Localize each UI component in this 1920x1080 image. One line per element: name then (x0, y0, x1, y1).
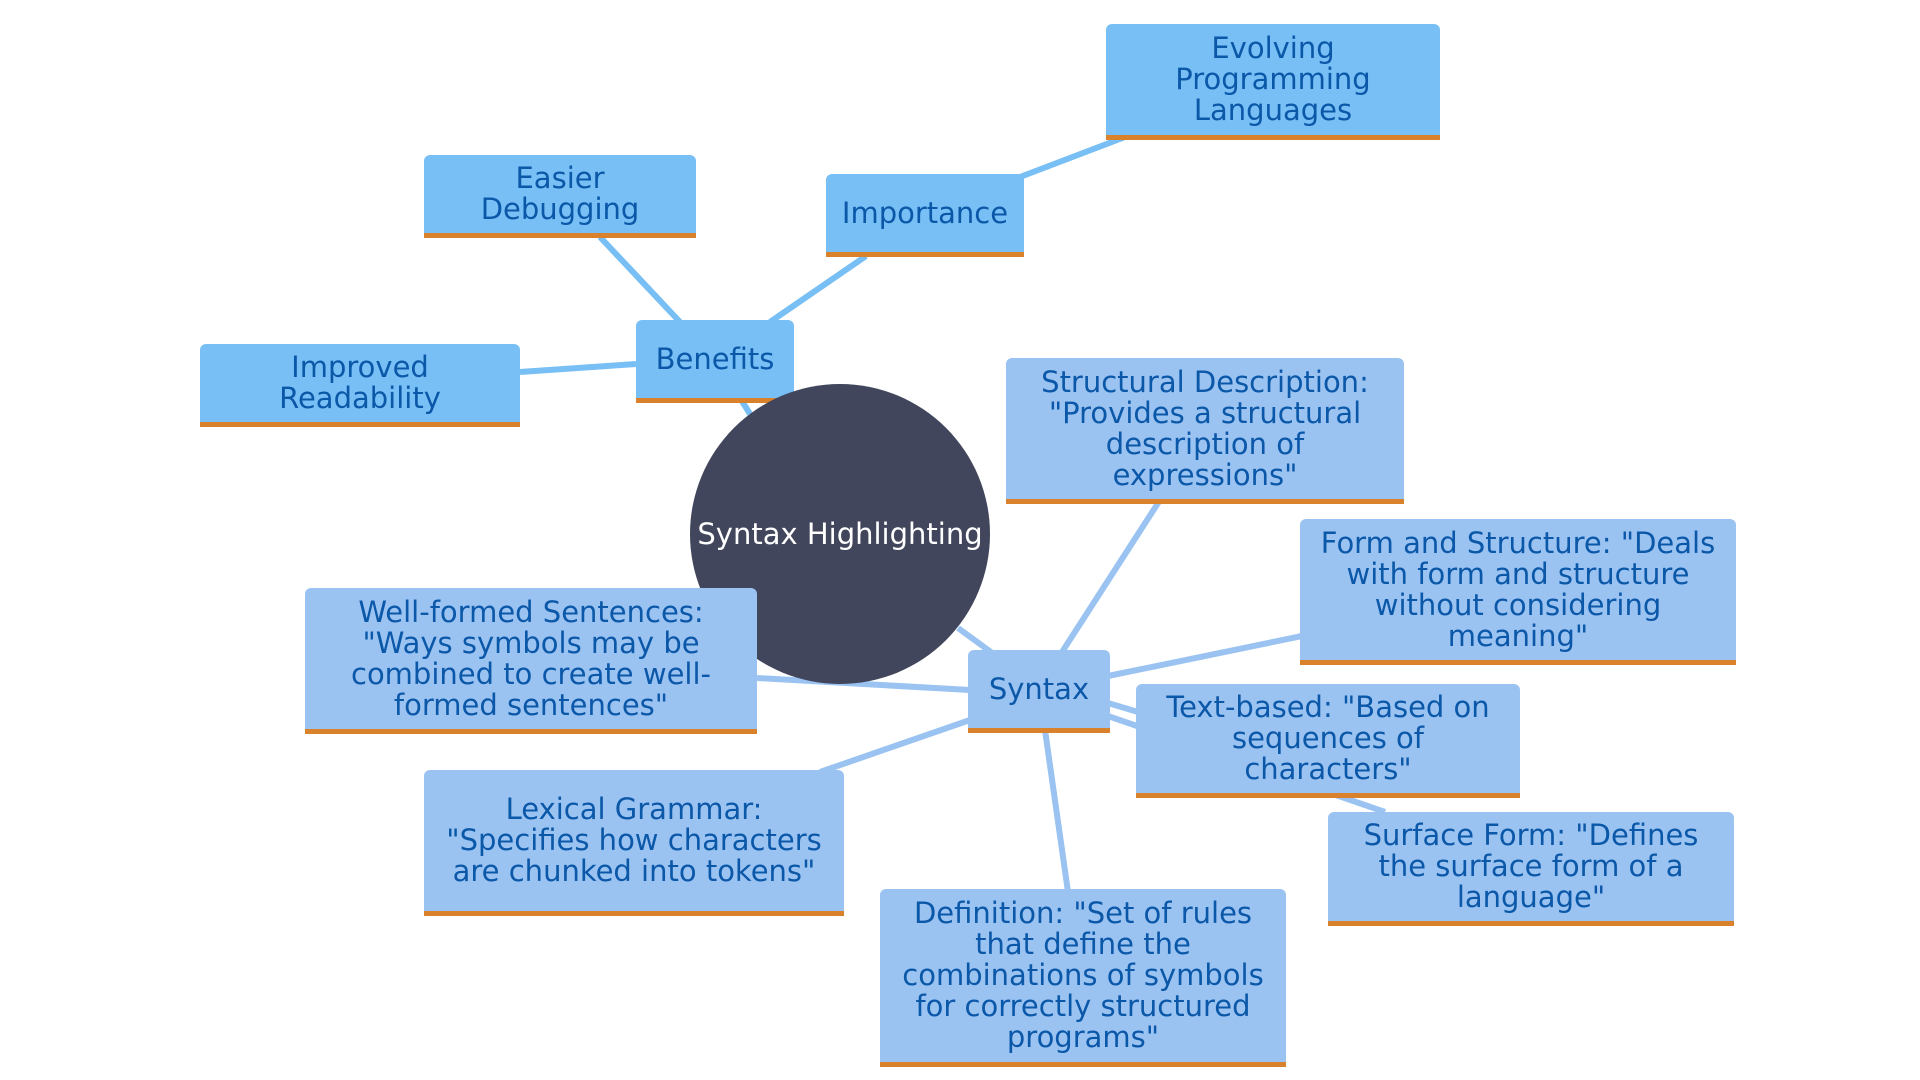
root-label: Syntax Highlighting (697, 517, 983, 551)
node-well-formed-sentences[interactable]: Well-formed Sentences: "Ways symbols may… (305, 588, 757, 734)
node-label: Easier Debugging (480, 161, 640, 226)
node-label: Definition: "Set of rules that define th… (902, 896, 1264, 1054)
node-surface-form[interactable]: Surface Form: "Defines the surface form … (1328, 812, 1734, 926)
node-lexical-grammar[interactable]: Lexical Grammar: "Specifies how characte… (424, 770, 844, 916)
node-label: Evolving Programming Languages (1175, 31, 1371, 127)
edge-syntax-lexical (819, 717, 971, 775)
edge-benefits-improved-readability (519, 361, 637, 375)
edge-benefits-easier-debugging (597, 234, 683, 325)
node-label: Form and Structure: "Deals with form and… (1320, 525, 1716, 653)
edge-benefits-importance (768, 253, 868, 325)
node-improved-readability[interactable]: Improved Readability (200, 344, 520, 427)
node-definition[interactable]: Definition: "Set of rules that define th… (880, 889, 1286, 1067)
edge-syntax-structural (1059, 498, 1163, 654)
node-label: Improved Readability (279, 350, 441, 415)
node-label: Benefits (655, 341, 775, 376)
node-easier-debugging[interactable]: Easier Debugging (424, 155, 696, 238)
edge-syntax-textbased (1107, 700, 1139, 715)
node-label: Text-based: "Based on sequences of chara… (1166, 690, 1490, 786)
node-evolving-programming-languages[interactable]: Evolving Programming Languages (1106, 24, 1440, 140)
node-label: Well-formed Sentences: "Ways symbols may… (351, 594, 711, 722)
edge-importance-evolving (1018, 134, 1127, 180)
node-text-based[interactable]: Text-based: "Based on sequences of chara… (1136, 684, 1520, 798)
edge-syntax-form (1107, 633, 1303, 679)
node-label: Lexical Grammar: "Specifies how characte… (446, 792, 822, 888)
node-structural-description[interactable]: Structural Description: "Provides a stru… (1006, 358, 1404, 504)
edge-syntax-definition (1042, 729, 1071, 893)
node-importance[interactable]: Importance (826, 174, 1024, 257)
node-benefits[interactable]: Benefits (636, 320, 794, 403)
node-label: Surface Form: "Defines the surface form … (1363, 818, 1699, 914)
node-label: Syntax (988, 671, 1090, 706)
node-syntax[interactable]: Syntax (968, 650, 1110, 733)
node-label: Importance (841, 195, 1009, 230)
node-label: Structural Description: "Provides a stru… (1041, 364, 1369, 492)
node-form-and-structure[interactable]: Form and Structure: "Deals with form and… (1300, 519, 1736, 665)
edge-syntax-wellformed (756, 675, 971, 693)
